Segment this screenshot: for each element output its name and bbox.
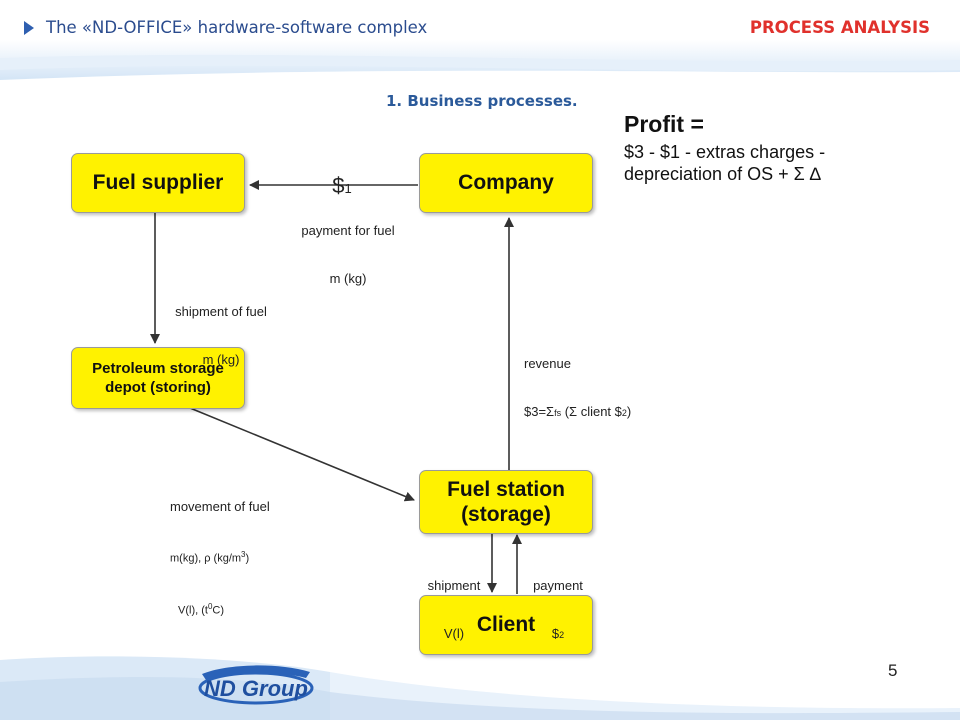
logo-text: ND Group <box>204 676 308 701</box>
edge-payment2-label: payment $2 <box>524 546 592 659</box>
payment-dollar: $ <box>332 173 345 198</box>
nd-group-logo: ND Group <box>198 665 314 705</box>
revenue-end: ) <box>626 404 632 419</box>
revenue-line1: revenue <box>524 356 571 371</box>
node-company-label: Company <box>458 171 554 194</box>
header-section: PROCESS ANALYSIS <box>749 18 930 37</box>
movement-line2: m(kg), ρ (kg/m3) <box>170 547 270 567</box>
revenue-sub: fs <box>554 408 562 418</box>
payment2-line2: $2 <box>524 626 592 643</box>
edge-shipment-label: shipment of fuel m (kg) <box>162 272 280 384</box>
node-petroleum-depot: Petroleum storage depot (storing) <box>71 347 245 409</box>
header-play-icon <box>24 21 34 35</box>
edge-revenue-label: revenue $3=Σfs (Σ client $2) <box>524 324 631 437</box>
node-company: Company <box>419 153 593 213</box>
node-station-line1: Fuel station <box>447 478 565 501</box>
page-number: 5 <box>888 661 898 680</box>
shipment2-line1: shipment <box>427 578 481 593</box>
revenue-pre: $3=Σ <box>524 404 555 419</box>
edge-payment-label: payment for fuel m (kg) <box>290 191 406 303</box>
revenue-post: (Σ client $ <box>561 404 622 419</box>
payment2-sub: 2 <box>559 630 565 640</box>
payment2-line1: payment <box>533 578 583 593</box>
movement-line2-text: m(kg), ρ (kg/m <box>170 552 242 565</box>
profit-formula: $3 - $1 - extras charges - depreciation … <box>624 141 825 185</box>
node-fuel-supplier-label: Fuel supplier <box>92 171 224 194</box>
profit-line1: $3 - $1 - extras charges - <box>624 142 826 162</box>
header-title: The «ND-OFFICE» hardware-software comple… <box>46 18 428 37</box>
payment-line2: m (kg) <box>329 271 367 286</box>
shipment-line2: m (kg) <box>202 352 240 367</box>
header-band <box>0 40 960 80</box>
shipment2-line2: V(l) <box>443 626 465 641</box>
movement-line2-end: ) <box>245 552 250 565</box>
payment-dollar-sub: 1 <box>344 181 352 196</box>
node-station-line2: (storage) <box>461 503 551 526</box>
shipment-line1: shipment of fuel <box>175 304 267 319</box>
edge-payment-symbol: $1 <box>320 150 352 201</box>
node-depot-line1: Petroleum storage <box>92 360 224 377</box>
profit-line2: depreciation of OS + Σ ∆ <box>624 164 821 184</box>
node-client: Client <box>419 595 593 655</box>
payment-line1: payment for fuel <box>301 223 395 238</box>
node-fuel-supplier: Fuel supplier <box>71 153 245 213</box>
node-fuel-station: Fuel station (storage) <box>419 470 593 534</box>
movement-line3-text: V(l), (t <box>178 604 208 617</box>
movement-line3-end: C) <box>212 604 225 617</box>
edge-shipment2-label: shipment V(l) <box>420 546 488 658</box>
edge-movement-label: movement of fuel m(kg), ρ (kg/m3) V(l), … <box>170 467 270 634</box>
movement-line3: V(l), (t0C) <box>170 599 270 619</box>
movement-sup2: 0 <box>207 601 213 611</box>
slide-subtitle: 1. Business processes. <box>386 92 578 110</box>
movement-line1: movement of fuel <box>170 499 270 514</box>
payment2-dollar: $ <box>551 626 560 641</box>
revenue-line2: $3=Σfs (Σ client $2) <box>524 404 631 421</box>
revenue-sub2: 2 <box>621 408 627 418</box>
movement-sup: 3 <box>241 550 246 559</box>
profit-title: Profit = <box>624 111 704 137</box>
footer-band <box>0 656 960 720</box>
node-depot-line2: depot (storing) <box>105 379 211 396</box>
node-client-label: Client <box>476 613 536 636</box>
edge-depot-to-station <box>189 407 415 502</box>
